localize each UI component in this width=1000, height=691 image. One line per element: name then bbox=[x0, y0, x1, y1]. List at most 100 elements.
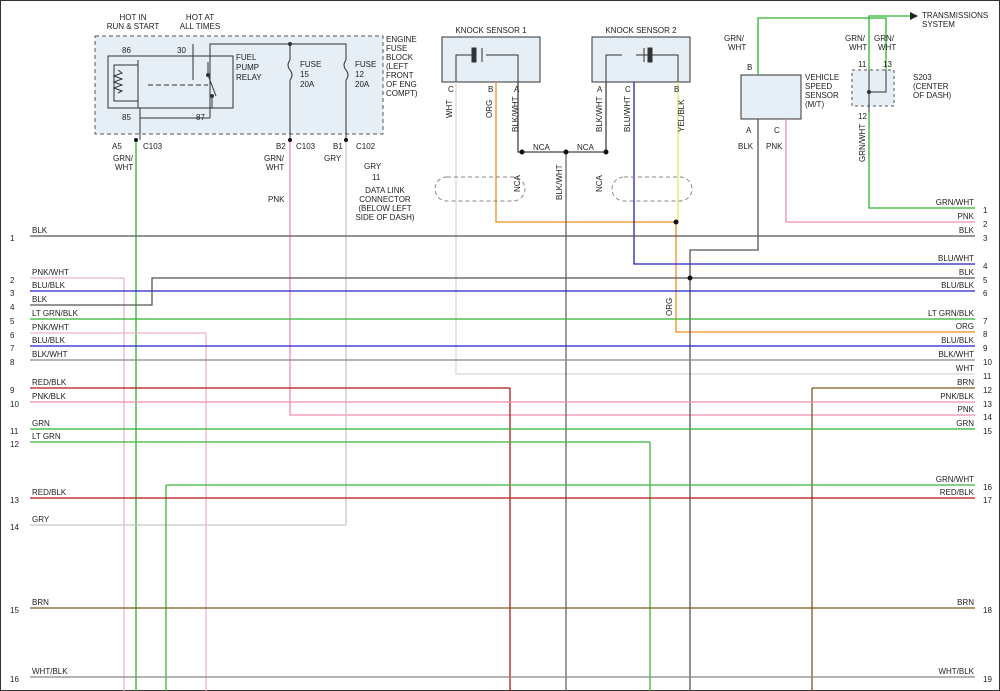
left-row-number: 11 bbox=[10, 427, 19, 436]
svg-text:RUN & START: RUN & START bbox=[107, 22, 160, 31]
left-row-wire-label: LT GRN bbox=[32, 432, 61, 441]
right-row-wire-label: BRN bbox=[957, 598, 974, 607]
svg-text:85: 85 bbox=[122, 113, 131, 122]
svg-text:WHT: WHT bbox=[445, 100, 454, 118]
svg-text:12: 12 bbox=[355, 70, 364, 79]
svg-text:PNK: PNK bbox=[268, 195, 285, 204]
right-row-number: 15 bbox=[983, 427, 992, 436]
fuel-pump-relay-box bbox=[107, 55, 234, 109]
left-row-wire-label: BRN bbox=[32, 598, 49, 607]
svg-text:ORG: ORG bbox=[665, 298, 674, 316]
svg-text:(CENTER: (CENTER bbox=[913, 82, 949, 91]
left-row-number: 12 bbox=[10, 440, 19, 449]
svg-text:HOT AT: HOT AT bbox=[186, 13, 214, 22]
svg-text:WHT: WHT bbox=[728, 43, 746, 52]
right-row-number: 17 bbox=[983, 496, 992, 505]
svg-text:OF DASH): OF DASH) bbox=[913, 91, 952, 100]
svg-text:SENSOR: SENSOR bbox=[805, 91, 839, 100]
left-row-wire-label: PNK/WHT bbox=[32, 323, 69, 332]
svg-text:BLK/WHT: BLK/WHT bbox=[555, 164, 564, 200]
left-row-number: 8 bbox=[10, 358, 15, 367]
svg-text:GRN/: GRN/ bbox=[264, 154, 285, 163]
left-row-wire-label: BLK/WHT bbox=[32, 350, 68, 359]
right-row-labels: 1GRN/WHT2PNK3BLK4BLU/WHT5BLK6BLU/BLK7LT … bbox=[928, 198, 992, 684]
top-labels: HOT IN RUN & START HOT AT ALL TIMES 86 3… bbox=[107, 11, 989, 222]
left-row-number: 1 bbox=[10, 234, 15, 243]
svg-text:DATA LINK: DATA LINK bbox=[365, 186, 405, 195]
svg-text:COMPT): COMPT) bbox=[386, 89, 418, 98]
svg-text:86: 86 bbox=[122, 46, 131, 55]
svg-text:SYSTEM: SYSTEM bbox=[922, 20, 955, 29]
svg-text:TRANSMISSIONS: TRANSMISSIONS bbox=[922, 11, 988, 20]
fuse12-icon bbox=[343, 59, 349, 81]
svg-text:HOT IN: HOT IN bbox=[120, 13, 147, 22]
svg-text:BLOCK: BLOCK bbox=[386, 53, 414, 62]
svg-text:FRONT: FRONT bbox=[386, 71, 414, 80]
svg-text:FUEL: FUEL bbox=[236, 53, 257, 62]
svg-text:20A: 20A bbox=[300, 80, 315, 89]
left-row-wire-label: LT GRN/BLK bbox=[32, 309, 79, 318]
relay-coil-icon bbox=[112, 69, 124, 94]
svg-text:15: 15 bbox=[300, 70, 309, 79]
svg-text:C103: C103 bbox=[143, 142, 163, 151]
left-row-wire-label: GRY bbox=[32, 515, 50, 524]
svg-text:WHT: WHT bbox=[878, 43, 896, 52]
svg-text:RELAY: RELAY bbox=[236, 73, 262, 82]
right-row-number: 1 bbox=[983, 206, 988, 215]
right-row-wire-label: GRN/WHT bbox=[936, 198, 974, 207]
right-row-wire-label: WHT/BLK bbox=[938, 667, 974, 676]
svg-text:C: C bbox=[625, 85, 631, 94]
left-row-wire-label: BLU/BLK bbox=[32, 336, 66, 345]
svg-text:GRY: GRY bbox=[324, 154, 342, 163]
svg-text:YEL/BLK: YEL/BLK bbox=[677, 99, 686, 132]
vehicle-speed-sensor-box bbox=[740, 74, 802, 120]
left-row-number: 13 bbox=[10, 496, 19, 505]
svg-text:FUSE: FUSE bbox=[300, 60, 321, 69]
left-row-wire-label: RED/BLK bbox=[32, 378, 67, 387]
right-row-number: 10 bbox=[983, 358, 992, 367]
trans-arrow-icon bbox=[910, 12, 918, 20]
right-row-wire-label: WHT bbox=[956, 364, 974, 373]
svg-text:NCA: NCA bbox=[533, 143, 551, 152]
left-row-number: 2 bbox=[10, 276, 15, 285]
right-row-wire-label: RED/BLK bbox=[940, 488, 975, 497]
right-row-number: 7 bbox=[983, 317, 988, 326]
right-row-wire-label: ORG bbox=[956, 322, 974, 331]
left-row-wire-label: BLK bbox=[32, 295, 48, 304]
left-row-number: 3 bbox=[10, 289, 15, 298]
svg-text:B: B bbox=[674, 85, 679, 94]
svg-text:CONNECTOR: CONNECTOR bbox=[359, 195, 411, 204]
svg-text:KNOCK SENSOR 2: KNOCK SENSOR 2 bbox=[605, 26, 677, 35]
svg-text:B1: B1 bbox=[333, 142, 343, 151]
right-row-number: 6 bbox=[983, 289, 988, 298]
right-row-number: 2 bbox=[983, 220, 988, 229]
left-row-wire-label: GRN bbox=[32, 419, 50, 428]
left-row-wire-label: PNK/BLK bbox=[32, 392, 66, 401]
right-row-number: 18 bbox=[983, 606, 992, 615]
right-row-wire-label: GRN/WHT bbox=[936, 475, 974, 484]
right-row-number: 4 bbox=[983, 262, 988, 271]
left-row-number: 14 bbox=[10, 523, 19, 532]
svg-text:GRY: GRY bbox=[364, 162, 382, 171]
right-row-wire-label: BLK/WHT bbox=[938, 350, 974, 359]
svg-text:C102: C102 bbox=[356, 142, 376, 151]
svg-text:BLK/WHT: BLK/WHT bbox=[511, 96, 520, 132]
svg-text:B: B bbox=[488, 85, 493, 94]
svg-text:B2: B2 bbox=[276, 142, 286, 151]
left-row-wire-label: RED/BLK bbox=[32, 488, 67, 497]
svg-text:WHT: WHT bbox=[849, 43, 867, 52]
svg-text:SPEED: SPEED bbox=[805, 82, 832, 91]
svg-text:B: B bbox=[747, 63, 752, 72]
right-row-number: 14 bbox=[983, 413, 992, 422]
left-row-number: 9 bbox=[10, 386, 15, 395]
svg-text:A: A bbox=[746, 126, 752, 135]
right-row-number: 19 bbox=[983, 675, 992, 684]
knock-sensor-2-box bbox=[591, 36, 691, 83]
svg-text:A5: A5 bbox=[112, 142, 122, 151]
svg-text:PUMP: PUMP bbox=[236, 63, 259, 72]
right-row-wire-label: BRN bbox=[957, 378, 974, 387]
left-row-wire-label: PNK/WHT bbox=[32, 268, 69, 277]
svg-text:FUSE: FUSE bbox=[386, 44, 407, 53]
left-row-wire-label: BLK bbox=[32, 226, 48, 235]
svg-text:30: 30 bbox=[177, 46, 186, 55]
